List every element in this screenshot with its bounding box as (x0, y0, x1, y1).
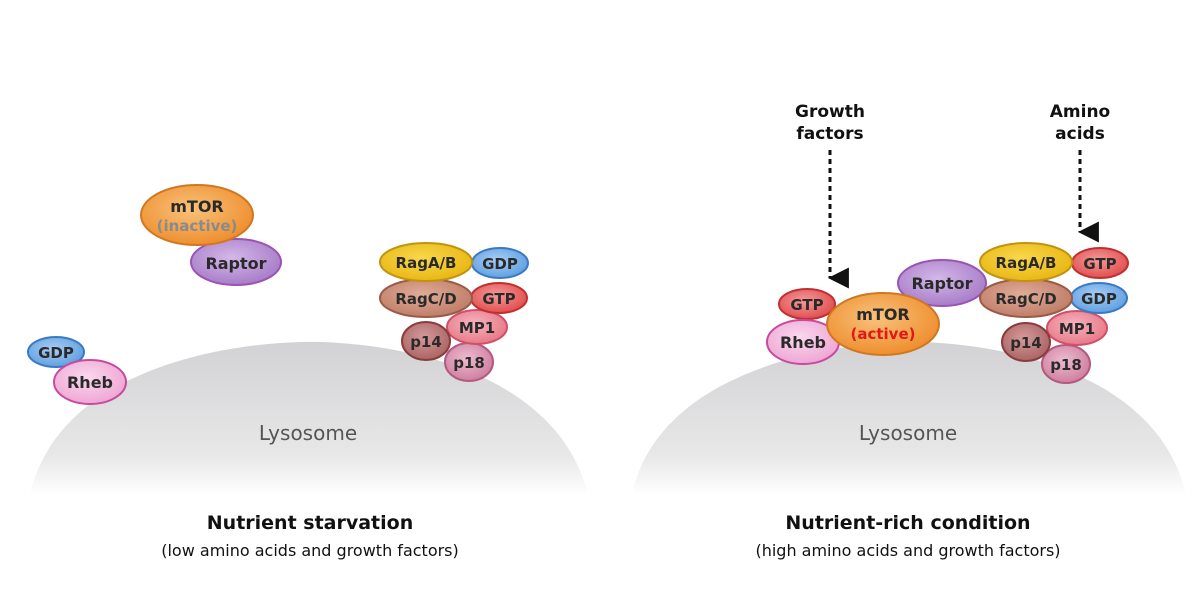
lysosome-left (30, 341, 588, 495)
p18-oval-right (1041, 344, 1091, 384)
mtor-label-right: mTOR (856, 305, 910, 324)
p14-oval-left (401, 321, 451, 361)
rheb-complex-right: GTP Rheb (766, 288, 840, 365)
p14-oval-right (1001, 322, 1051, 362)
gdp-label-ragab-left: GDP (482, 255, 518, 273)
rheb-oval-left (53, 359, 127, 405)
lysosome-label-left: Lysosome (259, 421, 357, 445)
caption-title-right: Nutrient-rich condition (785, 512, 1030, 534)
raptor-oval-right (897, 259, 987, 307)
mp1-label-right: MP1 (1059, 320, 1095, 338)
rheb-label-right: Rheb (780, 333, 826, 352)
caption-subtitle-left: (low amino acids and growth factors) (161, 541, 459, 560)
mtor-oval-left (140, 184, 254, 246)
raptor-oval-left (190, 238, 282, 286)
mtor-state-left: (inactive) (157, 217, 238, 235)
rheb-label-left: Rheb (67, 373, 113, 392)
caption-title-left: Nutrient starvation (207, 512, 413, 534)
mtor-label-left: mTOR (170, 197, 224, 216)
caption-subtitle-right: (high amino acids and growth factors) (755, 541, 1060, 560)
p18-label-right: p18 (1050, 356, 1082, 374)
rag-complex-left: p18 MP1 p14 GTP RagC/D GDP RagA/B (379, 242, 529, 382)
lysosome-right (632, 341, 1186, 495)
mp1-label-left: MP1 (459, 319, 495, 337)
ragab-oval-left (379, 242, 473, 282)
lysosome-label-right: Lysosome (859, 421, 957, 445)
rag-complex-right: p18 MP1 p14 GDP RagC/D GTP RagA/B (979, 242, 1129, 384)
gtp-label-ragab-right: GTP (1083, 255, 1116, 273)
left-panel-starvation: Lysosome Raptor mTOR (inactive) p18 MP1 … (27, 184, 588, 560)
raptor-label-right: Raptor (911, 274, 972, 293)
growth-factors-label-line2: factors (796, 124, 863, 144)
p14-label-right: p14 (1010, 334, 1042, 352)
ragcd-label-right: RagC/D (995, 290, 1056, 308)
amino-acids-label-line2: acids (1055, 124, 1105, 144)
rheb-complex-left: GDP Rheb (27, 336, 127, 405)
growth-factors-label-line1: Growth (795, 102, 865, 122)
ragcd-label-left: RagC/D (395, 290, 456, 308)
right-panel-nutrient-rich: Lysosome Growth factors Amino acids GTP … (632, 102, 1186, 560)
mtor-oval-right (826, 292, 940, 356)
gtp-label-ragcd-left: GTP (482, 290, 515, 308)
mtor-state-right: (active) (851, 325, 916, 343)
mtor-complex-left: Raptor mTOR (inactive) (140, 184, 282, 286)
amino-acids-label-line1: Amino (1050, 102, 1110, 122)
gtp-label-rheb-right: GTP (790, 296, 823, 314)
mp1-oval-right (1046, 310, 1108, 346)
raptor-label-left: Raptor (205, 254, 266, 273)
ragab-label-left: RagA/B (396, 254, 457, 272)
gdp-label-rheb-left: GDP (38, 344, 74, 362)
mtor-complex-right: Raptor mTOR (active) (826, 259, 987, 356)
p14-label-left: p14 (410, 333, 442, 351)
p18-label-left: p18 (453, 354, 485, 372)
gtp-oval-rheb-right (778, 288, 836, 320)
mp1-oval-left (446, 309, 508, 345)
gdp-label-ragcd-right: GDP (1081, 290, 1117, 308)
ragab-label-right: RagA/B (996, 254, 1057, 272)
ragab-oval-right (979, 242, 1073, 282)
gdp-oval-rheb-left (27, 336, 85, 368)
